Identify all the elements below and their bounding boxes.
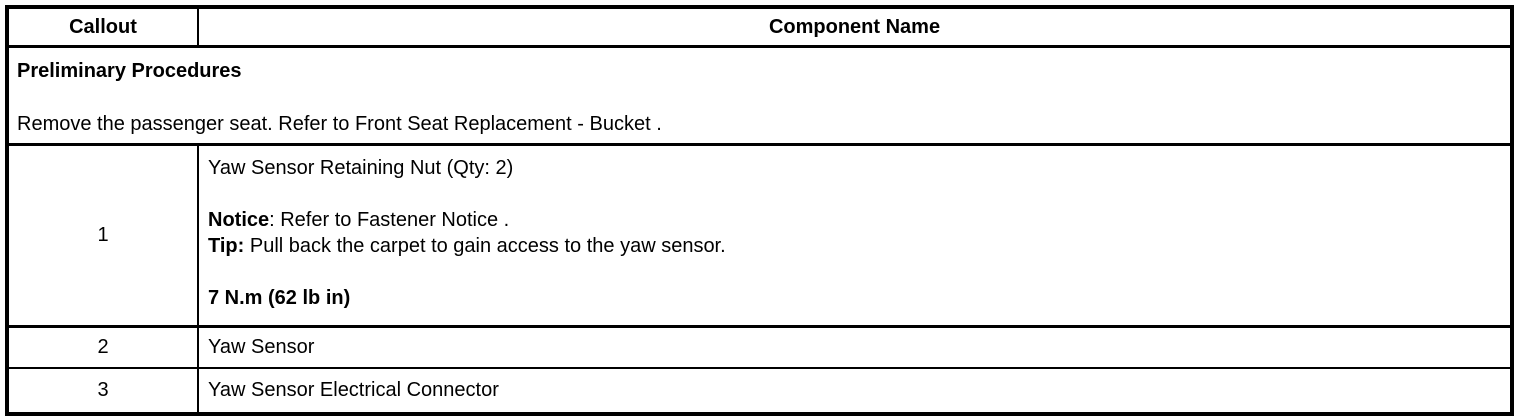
tip-label: Tip:: [208, 235, 245, 257]
component-name: Yaw Sensor: [208, 336, 315, 358]
preliminary-procedures-heading: Preliminary Procedures: [17, 60, 242, 82]
callout-number: 3: [9, 369, 199, 412]
tip-line: Tip: Pull back the carpet to gain access…: [208, 233, 1502, 259]
component-name: Yaw Sensor Electrical Connector: [208, 379, 499, 401]
table-row: 3 Yaw Sensor Electrical Connector: [9, 369, 1510, 412]
callout-number: 2: [9, 328, 199, 367]
preliminary-procedures-cell: Preliminary Procedures Remove the passen…: [9, 48, 1510, 143]
torque-spec: 7 N.m (62 lb in): [208, 287, 351, 309]
table-header-row: Callout Component Name: [9, 9, 1510, 48]
component-detail-cell: Yaw Sensor Retaining Nut (Qty: 2) Notice…: [199, 146, 1510, 325]
table-row: 1 Yaw Sensor Retaining Nut (Qty: 2) Noti…: [9, 146, 1510, 328]
callout-column-header: Callout: [9, 9, 199, 45]
component-name-column-header: Component Name: [768, 15, 941, 38]
preliminary-procedures-instruction: Remove the passenger seat. Refer to Fron…: [17, 113, 662, 135]
component-name: Yaw Sensor Retaining Nut (Qty: 2): [208, 157, 514, 179]
notice-text: : Refer to Fastener Notice .: [269, 209, 510, 231]
table-row: 2 Yaw Sensor: [9, 328, 1510, 369]
component-callout-table: Callout Component Name Preliminary Proce…: [5, 5, 1514, 416]
preliminary-procedures-row: Preliminary Procedures Remove the passen…: [9, 48, 1510, 146]
notice-label: Notice: [208, 209, 270, 231]
tip-text: Pull back the carpet to gain access to t…: [244, 235, 726, 257]
callout-number: 1: [9, 146, 199, 325]
notice-line: Notice: Refer to Fastener Notice .: [208, 207, 1502, 233]
